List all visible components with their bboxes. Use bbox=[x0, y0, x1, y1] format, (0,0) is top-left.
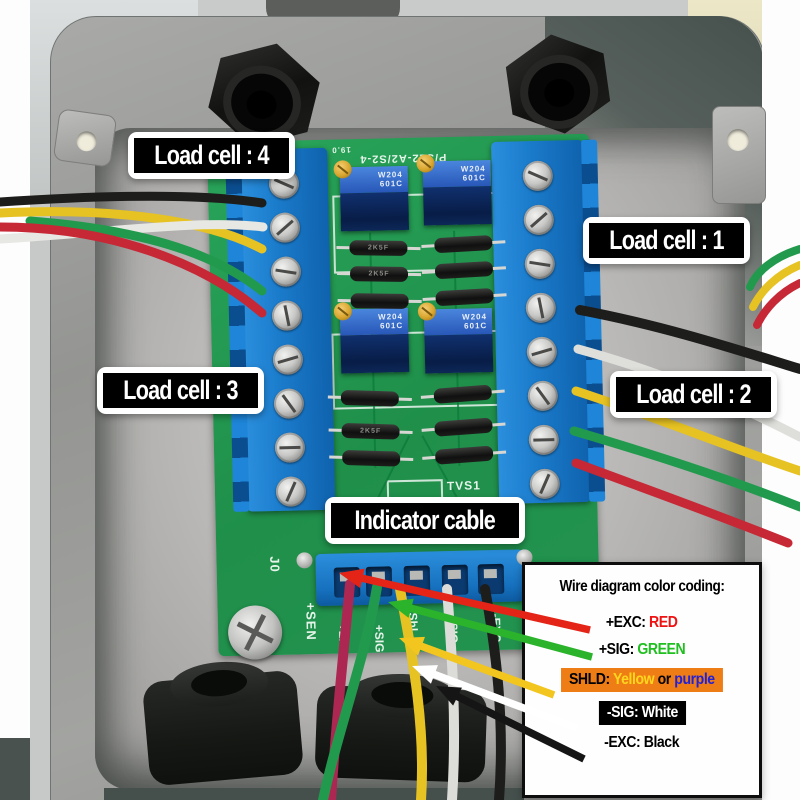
terminal-screw bbox=[273, 388, 305, 419]
legend-row: +EXC: RED bbox=[606, 614, 678, 631]
label-text: Indicator cable bbox=[354, 505, 496, 535]
resistor bbox=[350, 293, 409, 309]
label-load-cell-3: Load cell : 3 bbox=[97, 367, 265, 414]
wire-clamp-slot bbox=[477, 563, 505, 595]
resistor: 2K5F bbox=[349, 266, 409, 282]
wire-clamp-slot bbox=[365, 566, 393, 597]
mounting-hole-icon bbox=[727, 129, 749, 151]
legend-row: -EXC: Black bbox=[604, 734, 680, 751]
terminal-screw bbox=[271, 300, 303, 331]
gland-hole-icon bbox=[542, 77, 576, 109]
board-rev-text: 19.0 bbox=[331, 145, 351, 155]
terminal-screw bbox=[529, 468, 561, 500]
sense-label: +SEN bbox=[303, 602, 320, 642]
label-text: Load cell : 4 bbox=[154, 140, 269, 170]
mounting-flange-right bbox=[712, 106, 766, 204]
wire-clamp-slot bbox=[403, 565, 431, 597]
legend-box: Wire diagram color coding: +EXC: RED +SIG… bbox=[522, 562, 762, 798]
terminal-silkscreen-label: -EXC bbox=[488, 613, 504, 643]
background-shadow bbox=[0, 738, 30, 800]
terminal-screw bbox=[522, 160, 554, 192]
terminal-block-left bbox=[225, 147, 336, 512]
terminal-screw bbox=[524, 248, 556, 280]
terminal-screw bbox=[275, 476, 307, 507]
terminal-silkscreen-label: +EXC bbox=[335, 623, 351, 656]
terminal-silkscreen-label: +SIG bbox=[371, 624, 387, 653]
terminal-screw bbox=[527, 380, 559, 412]
resistor bbox=[340, 389, 400, 407]
legend-row: +SIG: GREEN bbox=[598, 641, 686, 658]
label-load-cell-2: Load cell : 2 bbox=[610, 371, 778, 418]
legend-rows: +EXC: RED +SIG: GREEN SHLD: Yellow or purp… bbox=[525, 614, 759, 752]
label-text: Load cell : 1 bbox=[609, 225, 724, 255]
terminal-screw bbox=[274, 432, 306, 463]
terminal-screw bbox=[269, 212, 301, 244]
legend-title: Wire diagram color coding: bbox=[559, 578, 725, 595]
cable-gland-bottom-left bbox=[141, 657, 305, 787]
terminal-screw bbox=[526, 336, 558, 368]
terminal-silkscreen-label: -SIG bbox=[445, 618, 461, 644]
tvs-label: TVS1 bbox=[446, 478, 482, 494]
label-load-cell-1: Load cell : 1 bbox=[583, 217, 751, 264]
label-text: Load cell : 2 bbox=[636, 379, 751, 409]
indicator-terminal-block bbox=[315, 549, 525, 607]
label-indicator-cable: Indicator cable bbox=[325, 497, 525, 544]
wire-clamp-slot bbox=[333, 567, 361, 598]
label-text: Load cell : 3 bbox=[123, 375, 238, 405]
resistor bbox=[342, 449, 401, 467]
background-margin-left bbox=[0, 0, 30, 800]
enclosure-bottom-edge bbox=[104, 788, 524, 800]
resistor: 2K5F bbox=[341, 422, 400, 440]
label-load-cell-4: Load cell : 4 bbox=[128, 132, 296, 179]
resistor: 2K5F bbox=[349, 240, 408, 256]
terminal-screw bbox=[523, 204, 555, 236]
terminal-screw bbox=[525, 292, 557, 324]
terminal-screw bbox=[272, 344, 304, 375]
cable-gland-bottom-right bbox=[314, 672, 488, 783]
connector-label: J0 bbox=[267, 556, 283, 573]
mounting-hole-icon bbox=[75, 129, 98, 153]
legend-row: SHLD: Yellow or purple bbox=[561, 668, 723, 692]
mounting-flange-left bbox=[52, 108, 118, 168]
terminal-silkscreen-label: Shl bbox=[405, 612, 421, 632]
terminal-screw bbox=[270, 256, 302, 288]
terminal-screw bbox=[528, 424, 560, 456]
legend-row: -SIG: White bbox=[598, 701, 686, 725]
gland-hole-icon bbox=[244, 87, 280, 121]
wire-clamp-slot bbox=[441, 564, 469, 596]
terminal-block-right bbox=[491, 139, 606, 504]
